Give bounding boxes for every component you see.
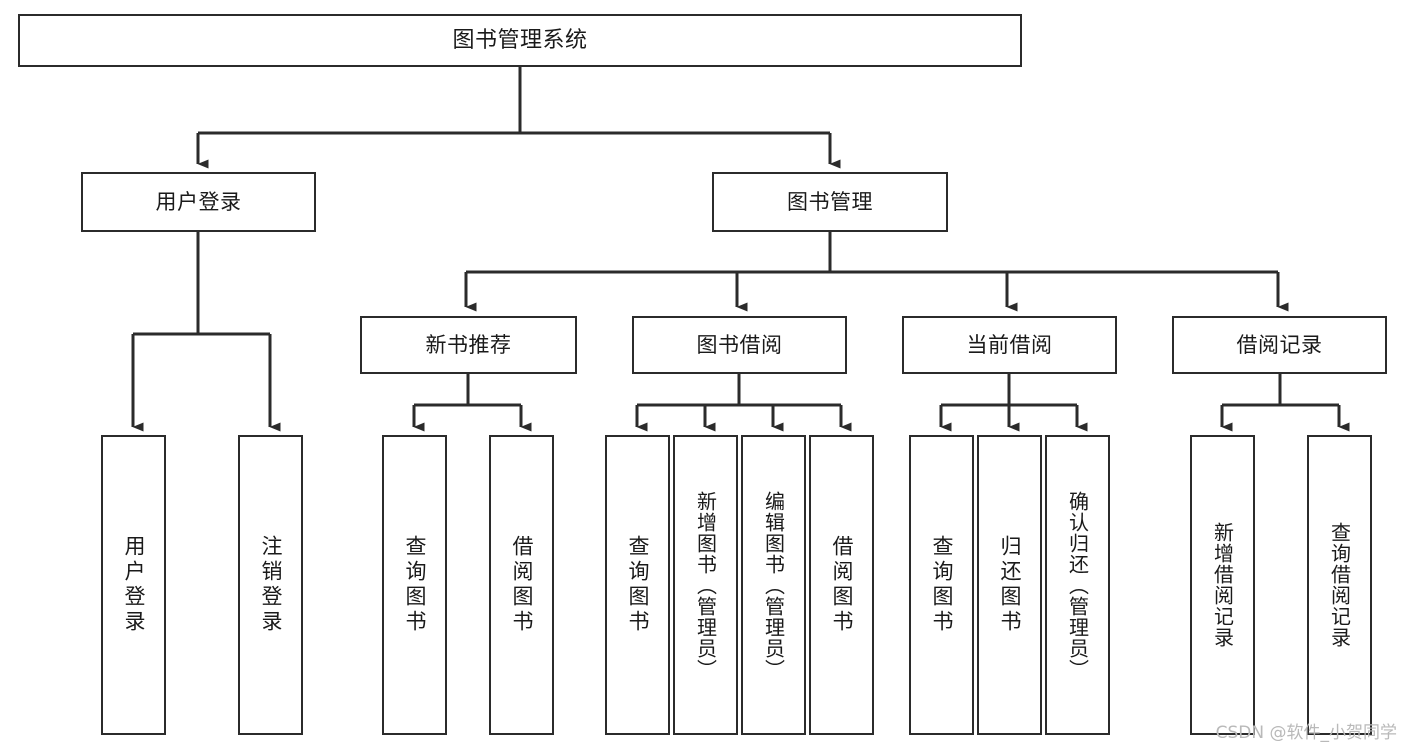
node-leaf-bb-query-book[interactable]: 查询图书 (605, 435, 670, 735)
node-leaf-cb-query-book-label: 查询图书 (930, 535, 954, 635)
node-leaf-bb-edit-book-label: 编辑图书（管理员） (761, 490, 786, 680)
watermark: CSDN @软件_小贺同学 (1215, 723, 1397, 743)
node-new-book-recommend-label: 新书推荐 (425, 332, 512, 357)
node-leaf-cb-return-book[interactable]: 归还图书 (977, 435, 1042, 735)
node-leaf-bb-borrow-book-label: 借阅图书 (830, 535, 854, 635)
node-leaf-nbr-borrow-book-label: 借阅图书 (510, 535, 534, 635)
node-current-borrow-label: 当前借阅 (966, 332, 1053, 357)
node-leaf-br-query-record[interactable]: 查询借阅记录 (1307, 435, 1372, 735)
node-new-book-recommend[interactable]: 新书推荐 (360, 316, 577, 374)
node-leaf-user-login[interactable]: 用户登录 (101, 435, 166, 735)
node-leaf-logout-label: 注销登录 (259, 535, 283, 635)
node-user-login-label: 用户登录 (155, 189, 242, 214)
node-leaf-bb-query-book-label: 查询图书 (626, 535, 650, 635)
node-leaf-bb-add-book[interactable]: 新增图书（管理员） (673, 435, 738, 735)
node-leaf-nbr-borrow-book[interactable]: 借阅图书 (489, 435, 554, 735)
node-leaf-bb-edit-book[interactable]: 编辑图书（管理员） (741, 435, 806, 735)
node-leaf-user-login-label: 用户登录 (122, 535, 146, 635)
node-leaf-cb-confirm-return[interactable]: 确认归还（管理员） (1045, 435, 1110, 735)
node-book-manage-label: 图书管理 (787, 189, 873, 214)
node-root-label: 图书管理系统 (452, 27, 588, 53)
node-leaf-cb-query-book[interactable]: 查询图书 (909, 435, 974, 735)
node-leaf-br-add-record[interactable]: 新增借阅记录 (1190, 435, 1255, 735)
node-leaf-nbr-query-book-label: 查询图书 (403, 535, 427, 635)
node-leaf-br-add-record-label: 新增借阅记录 (1210, 522, 1235, 648)
node-leaf-logout[interactable]: 注销登录 (238, 435, 303, 735)
node-book-borrow[interactable]: 图书借阅 (632, 316, 847, 374)
node-book-borrow-label: 图书借阅 (696, 332, 783, 357)
node-leaf-nbr-query-book[interactable]: 查询图书 (382, 435, 447, 735)
node-leaf-cb-confirm-return-label: 确认归还（管理员） (1065, 490, 1090, 680)
node-leaf-bb-borrow-book[interactable]: 借阅图书 (809, 435, 874, 735)
node-root[interactable]: 图书管理系统 (18, 14, 1022, 67)
node-leaf-cb-return-book-label: 归还图书 (998, 535, 1022, 635)
node-borrow-record[interactable]: 借阅记录 (1172, 316, 1387, 374)
node-book-manage[interactable]: 图书管理 (712, 172, 948, 232)
node-user-login[interactable]: 用户登录 (81, 172, 316, 232)
node-current-borrow[interactable]: 当前借阅 (902, 316, 1117, 374)
node-borrow-record-label: 借阅记录 (1236, 332, 1323, 357)
node-leaf-br-query-record-label: 查询借阅记录 (1327, 522, 1352, 648)
node-leaf-bb-add-book-label: 新增图书（管理员） (693, 490, 718, 680)
